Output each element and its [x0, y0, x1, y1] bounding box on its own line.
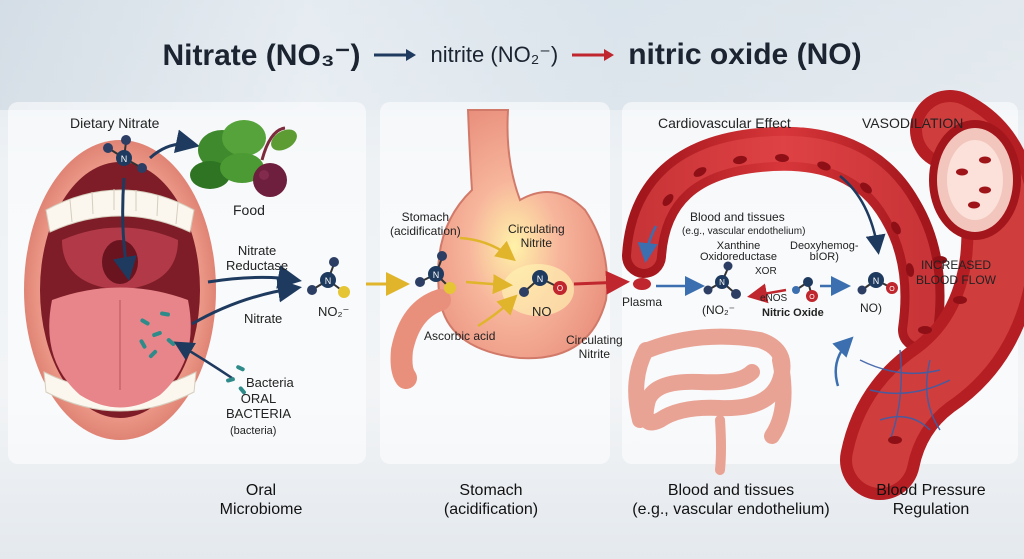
label-stomach-heading: Stomach (acidification) [390, 210, 461, 238]
label-nitrate: Nitrate [244, 311, 283, 326]
molecule-no-stomach: N O [519, 270, 567, 297]
background-lab-blur [0, 0, 1024, 110]
arrow-nitrate-to-mouth [113, 177, 137, 281]
intestines-illustration [628, 328, 792, 475]
label-circulating-nitrite: Circulating Nitrite [508, 222, 565, 250]
arrow-bacteria [173, 341, 233, 380]
title-arrow-navy [374, 49, 417, 61]
arrow-tissue-to-plasma [637, 225, 658, 263]
molecule-nitrate-dietary: N [103, 135, 147, 173]
label-bacteria: Bacteria [246, 375, 294, 390]
arrow-stomach-to-blood [573, 270, 630, 295]
label-ascorbic-acid: Ascorbic acid [424, 329, 496, 343]
svg-text:N: N [325, 276, 332, 286]
molecule-no-vessel: N O [857, 272, 898, 295]
label-increased-blood-flow: INCREASED BLOOD FLOW [916, 258, 997, 287]
caption-blood-pressure: Blood Pressure Regulation [876, 482, 986, 518]
rbc-plasma [633, 278, 651, 290]
svg-text:N: N [433, 270, 440, 280]
mouth-illustration [24, 140, 216, 440]
label-oral-bacteria: ORAL BACTERIA [226, 391, 292, 421]
label-nitric-oxide: Nitric Oxide [762, 307, 824, 319]
title-nitric-oxide: nitric oxide (NO) [628, 38, 862, 71]
label-vasodilation: VASODILATION [862, 115, 964, 131]
molecule-no2-oral: N [307, 257, 350, 298]
svg-text:N: N [537, 274, 544, 284]
arrow-acid-1 [459, 236, 516, 262]
svg-text:O: O [809, 294, 815, 301]
label-no2-oral: NO₂⁻ [318, 304, 350, 319]
label-circulating-nitrite-2: Circulating Nitrite [566, 333, 623, 361]
label-nitrate-reductase: Nitrate Reductase [226, 243, 289, 273]
food-illustration [190, 120, 297, 197]
label-xanthine: Xanthine Oxidoreductase [700, 240, 778, 263]
label-food: Food [233, 202, 265, 218]
title-arrow-red [572, 49, 615, 61]
svg-text:O: O [889, 286, 895, 293]
label-no2-blood: (NO₂⁻ [702, 303, 735, 317]
svg-text:N: N [121, 154, 128, 164]
label-enos: eNOS [760, 293, 788, 304]
arrow-vessel-down [839, 175, 886, 255]
arrow-xor-back [747, 283, 787, 304]
molecule-no2-blood: N [703, 261, 741, 299]
diagram-title: Nitrate (NO₃⁻) nitrite (NO₂⁻) nitric oxi… [0, 30, 1024, 80]
blood-vessel-arc [622, 126, 945, 352]
arrow-reductase [207, 265, 302, 289]
arrow-ascorbic [477, 294, 518, 328]
label-blood-tissues: Blood and tissues [690, 210, 785, 224]
arrow-nitrate-to-food [148, 129, 200, 160]
title-nitrite: nitrite (NO₂⁻) [430, 42, 559, 67]
label-plasma: Plasma [622, 295, 663, 309]
caption-stomach: Stomach (acidification) [443, 482, 539, 518]
title-nitrate: Nitrate (NO₃⁻) [162, 38, 361, 72]
svg-text:N: N [873, 276, 880, 286]
dilated-vessel [840, 90, 1024, 500]
label-xor: XOR [755, 266, 777, 277]
label-deoxy: Deoxyhemog- bIOR) [790, 240, 859, 263]
caption-blood-tissues: Blood and tissues (e.g., vascular endoth… [632, 482, 830, 518]
bacteria-cluster [226, 365, 246, 395]
label-blood-tissues-sub: (e.g., vascular endothelium) [682, 226, 806, 237]
molecule-no-blood: O [792, 277, 818, 302]
label-no-stomach: NO [532, 304, 552, 319]
label-bacteria-paren: (bacteria) [230, 425, 277, 437]
arrow-acid-2 [465, 274, 513, 295]
arrow-nitrate-from-tongue [191, 278, 302, 326]
label-cardiovascular-effect: Cardiovascular Effect [658, 115, 791, 131]
caption-oral-microbiome: Oral Microbiome [219, 482, 303, 518]
stomach-illustration [390, 109, 609, 389]
arrow-blood-return [832, 336, 854, 387]
label-no-vessel: NO) [860, 301, 882, 315]
svg-text:O: O [557, 284, 563, 293]
molecule-no2-stomach: N [415, 251, 456, 294]
svg-text:N: N [719, 278, 725, 287]
label-dietary-nitrate: Dietary Nitrate [70, 115, 160, 131]
